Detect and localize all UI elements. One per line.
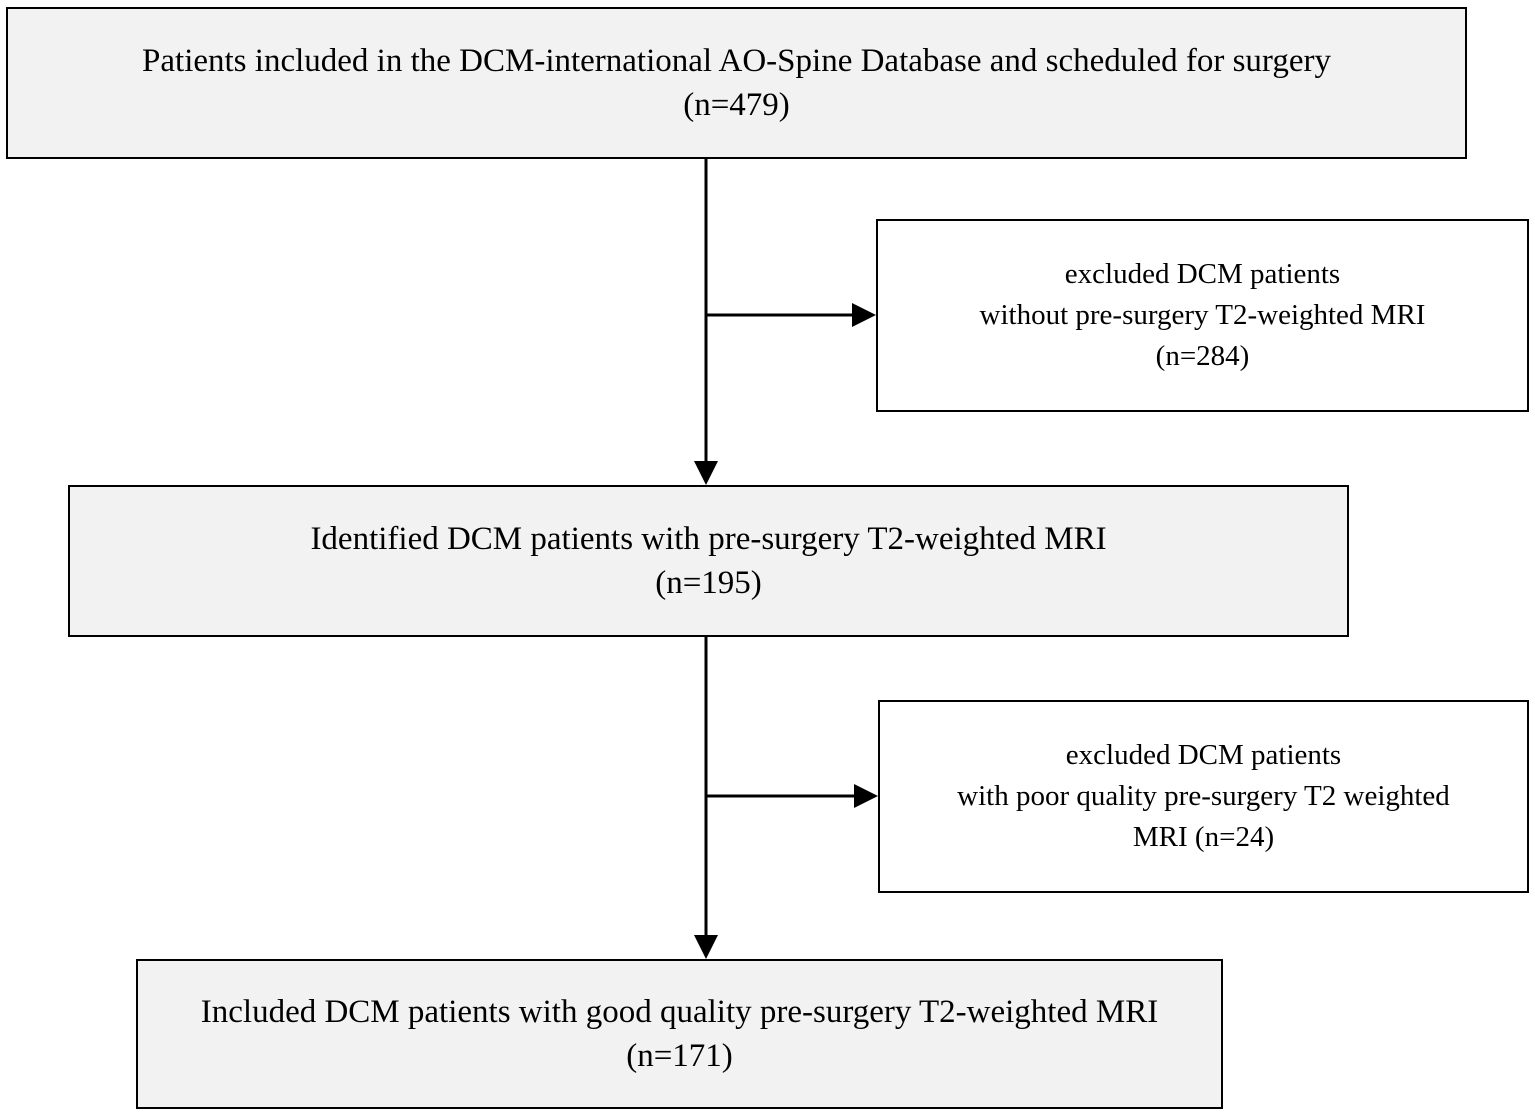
arrowhead-exclusion-1 [852, 303, 876, 327]
exclusion-poor-quality-box: excluded DCM patients with poor quality … [878, 700, 1529, 893]
exclusion-no-mri-title: excluded DCM patients [1064, 258, 1341, 290]
exclusion-poor-quality-title: excluded DCM patients [1065, 739, 1342, 771]
included-patients-label: Included DCM patients with good quality … [200, 994, 1159, 1030]
exclusion-poor-quality-reason: with poor quality pre-surgery T2 weighte… [957, 780, 1450, 812]
identified-patients-count: (n=195) [655, 565, 762, 601]
arrowhead-bottom-box [694, 935, 718, 959]
database-patients-box: Patients included in the DCM-internation… [6, 7, 1467, 159]
arrowhead-exclusion-2 [854, 784, 878, 808]
exclusion-no-mri-reason: without pre-surgery T2-weighted MRI [979, 299, 1426, 331]
included-patients-box: Included DCM patients with good quality … [136, 959, 1223, 1109]
identified-patients-label: Identified DCM patients with pre-surgery… [310, 521, 1107, 557]
database-patients-label: Patients included in the DCM-internation… [142, 43, 1331, 79]
included-patients-count: (n=171) [626, 1038, 733, 1074]
database-patients-count: (n=479) [683, 87, 790, 123]
exclusion-no-mri-box: excluded DCM patients without pre-surger… [876, 219, 1529, 412]
identified-patients-box: Identified DCM patients with pre-surgery… [68, 485, 1349, 637]
arrowhead-middle-box [694, 461, 718, 485]
exclusion-no-mri-count: (n=284) [1155, 340, 1250, 372]
exclusion-poor-quality-count: MRI (n=24) [1132, 821, 1275, 853]
